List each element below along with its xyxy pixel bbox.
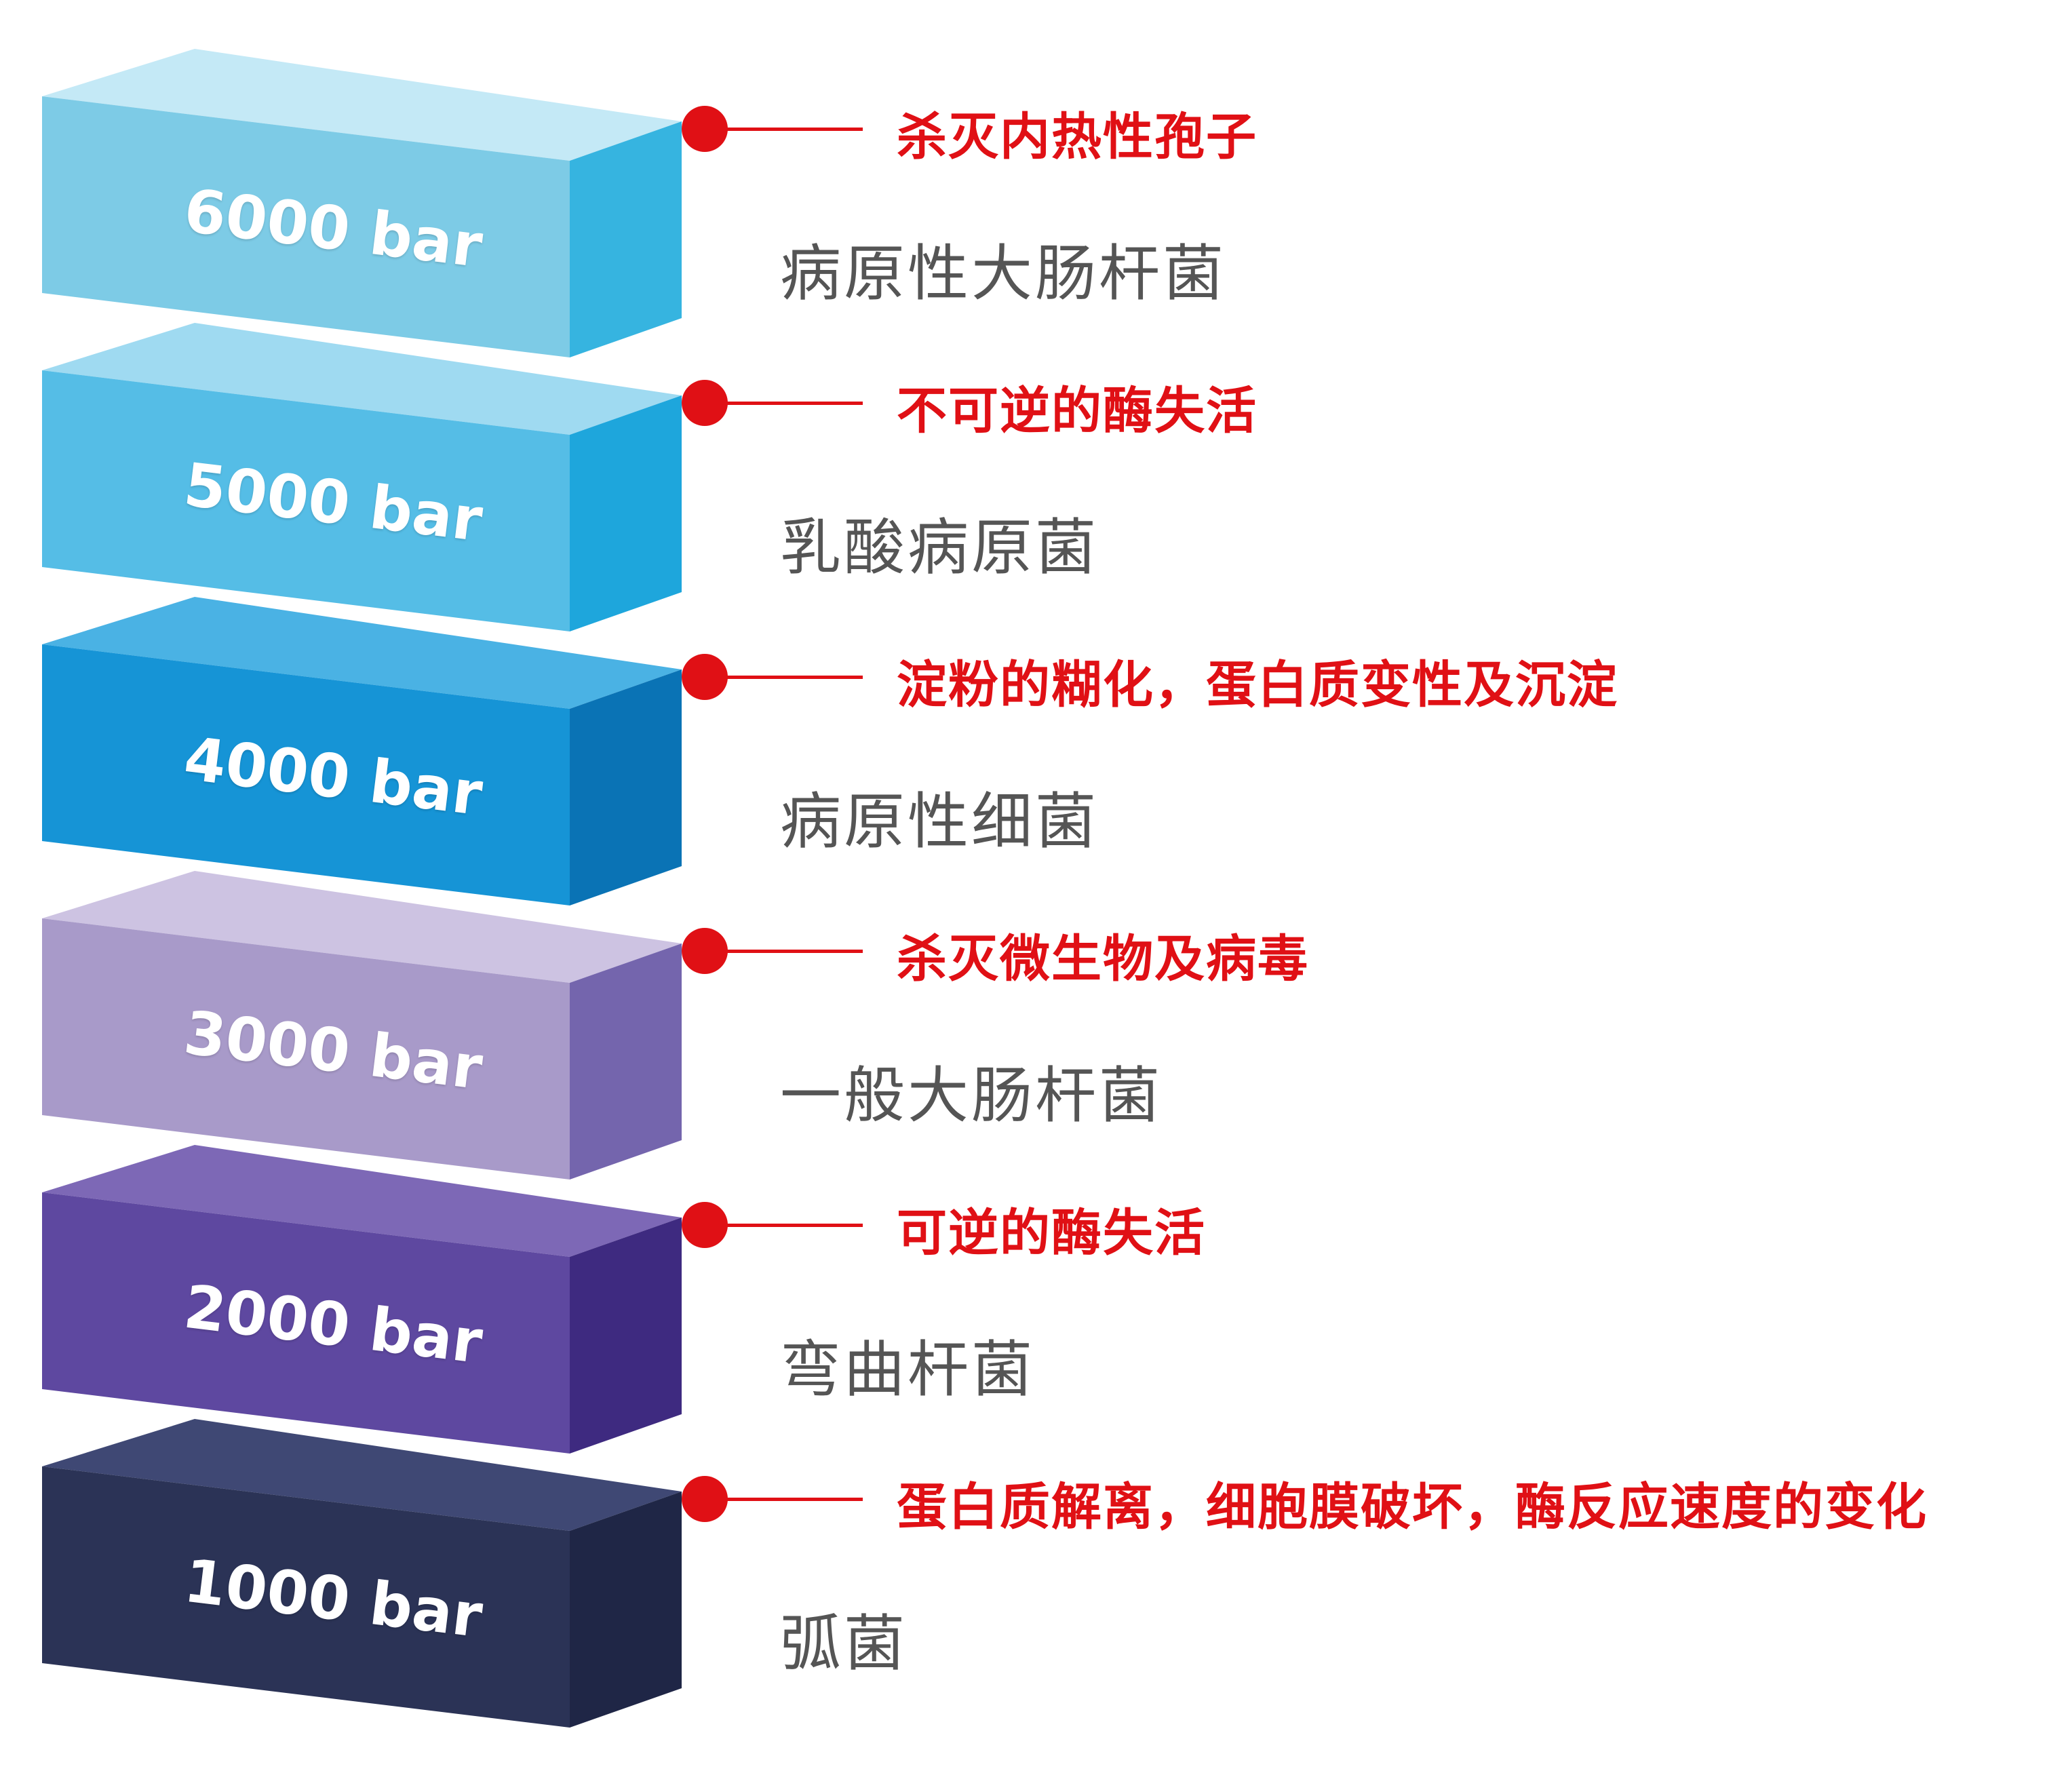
block-side-2000 bbox=[570, 1218, 682, 1454]
organism-label-3000: 一般大肠杆菌 bbox=[780, 1060, 1163, 1131]
effect-label-3000: 杀灭微生物及病毒 bbox=[897, 930, 1309, 988]
block-5000 bbox=[42, 323, 682, 631]
block-side-3000 bbox=[570, 943, 682, 1180]
block-6000 bbox=[42, 49, 682, 357]
marker-line-4000 bbox=[705, 676, 863, 679]
block-top-2000 bbox=[42, 1145, 682, 1257]
block-top-4000 bbox=[42, 597, 682, 709]
marker-line-2000 bbox=[705, 1224, 863, 1227]
organism-label-6000: 病原性大肠杆菌 bbox=[780, 238, 1226, 309]
organism-label-1000: 弧菌 bbox=[780, 1608, 908, 1679]
block-front-1000 bbox=[42, 1466, 570, 1728]
marker-line-6000 bbox=[705, 128, 863, 131]
block-3000 bbox=[42, 871, 682, 1180]
block-side-5000 bbox=[570, 395, 682, 631]
block-2000 bbox=[42, 1145, 682, 1454]
marker-line-1000 bbox=[705, 1498, 863, 1501]
block-4000 bbox=[42, 597, 682, 905]
block-front-2000 bbox=[42, 1192, 570, 1454]
effect-label-2000: 可逆的酶失活 bbox=[897, 1204, 1206, 1262]
marker-line-5000 bbox=[705, 402, 863, 405]
organism-label-2000: 弯曲杆菌 bbox=[780, 1334, 1035, 1405]
block-1000 bbox=[42, 1419, 682, 1728]
block-top-1000 bbox=[42, 1419, 682, 1531]
block-top-3000 bbox=[42, 871, 682, 983]
effect-label-5000: 不可逆的酶失活 bbox=[897, 382, 1258, 440]
block-side-1000 bbox=[570, 1492, 682, 1728]
marker-line-3000 bbox=[705, 950, 863, 953]
block-front-5000 bbox=[42, 370, 570, 631]
block-side-4000 bbox=[570, 669, 682, 905]
block-front-3000 bbox=[42, 918, 570, 1180]
effect-label-4000: 淀粉的糊化，蛋白质变性及沉淀 bbox=[897, 656, 1618, 714]
block-top-6000 bbox=[42, 49, 682, 161]
organism-label-5000: 乳酸病原菌 bbox=[780, 512, 1099, 583]
block-front-4000 bbox=[42, 644, 570, 905]
effect-label-1000: 蛋白质解离，细胞膜破坏，酶反应速度的变化 bbox=[897, 1478, 1928, 1536]
block-front-6000 bbox=[42, 96, 570, 357]
organism-label-4000: 病原性细菌 bbox=[780, 786, 1099, 857]
effect-label-6000: 杀灭内热性孢子 bbox=[897, 108, 1258, 166]
block-top-5000 bbox=[42, 323, 682, 435]
block-side-6000 bbox=[570, 121, 682, 357]
